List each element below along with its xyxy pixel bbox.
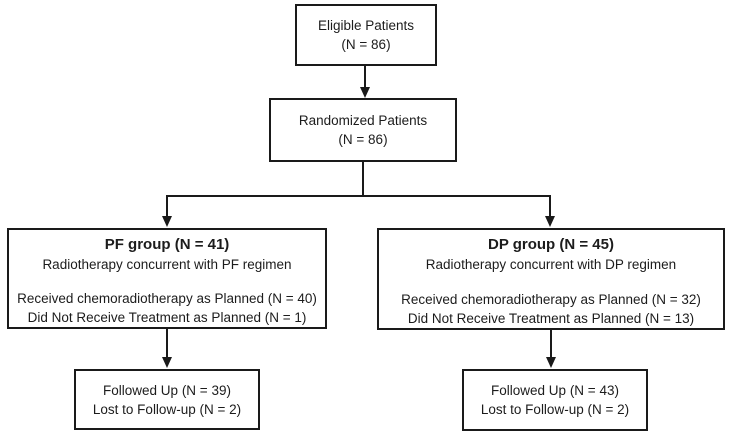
dp-group-title: DP group (N = 45) [488,236,614,253]
pf-followed-up-line: Followed Up (N = 39) [103,382,231,398]
dp-lost-followup-line: Lost to Follow-up (N = 2) [480,402,630,417]
dp-group-received-line: Received chemoradiotherapy as Planned (N… [401,292,701,307]
randomized-patients-label: Randomized Patients [298,113,428,128]
dp-group-subtitle: Radiotherapy concurrent with DP regimen [425,257,677,272]
arrowhead-down-icon [162,357,172,368]
arrowhead-down-icon [546,357,556,368]
box-pf-followup: Followed Up (N = 39) Lost to Follow-up (… [74,369,260,430]
box-eligible-patients: Eligible Patients (N = 86) [295,4,437,66]
pf-group-title: PF group (N = 41) [104,236,230,253]
pf-group-received-line: Received chemoradiotherapy as Planned (N… [17,291,317,306]
box-randomized-patients: Randomized Patients (N = 86) [269,98,457,162]
box-pf-group: PF group (N = 41) Radiotherapy concurren… [7,228,327,329]
eligible-patients-label: Eligible Patients [317,18,415,33]
pf-group-subtitle: Radiotherapy concurrent with PF regimen [42,257,292,272]
eligible-patients-count: (N = 86) [341,37,391,52]
arrowhead-down-icon [360,87,370,98]
pf-lost-followup-line: Lost to Follow-up (N = 2) [92,401,242,417]
box-dp-group: DP group (N = 45) Radiotherapy concurren… [377,228,725,330]
pf-group-not-received-line: Did Not Receive Treatment as Planned (N … [27,310,307,325]
branch-horizontal-line [166,195,551,218]
dp-group-not-received-line: Did Not Receive Treatment as Planned (N … [407,311,695,326]
arrowhead-down-icon [162,216,172,227]
dp-followed-up-line: Followed Up (N = 43) [491,383,619,398]
box-dp-followup: Followed Up (N = 43) Lost to Follow-up (… [462,369,648,431]
randomized-patients-count: (N = 86) [338,132,388,147]
arrowhead-down-icon [545,216,555,227]
